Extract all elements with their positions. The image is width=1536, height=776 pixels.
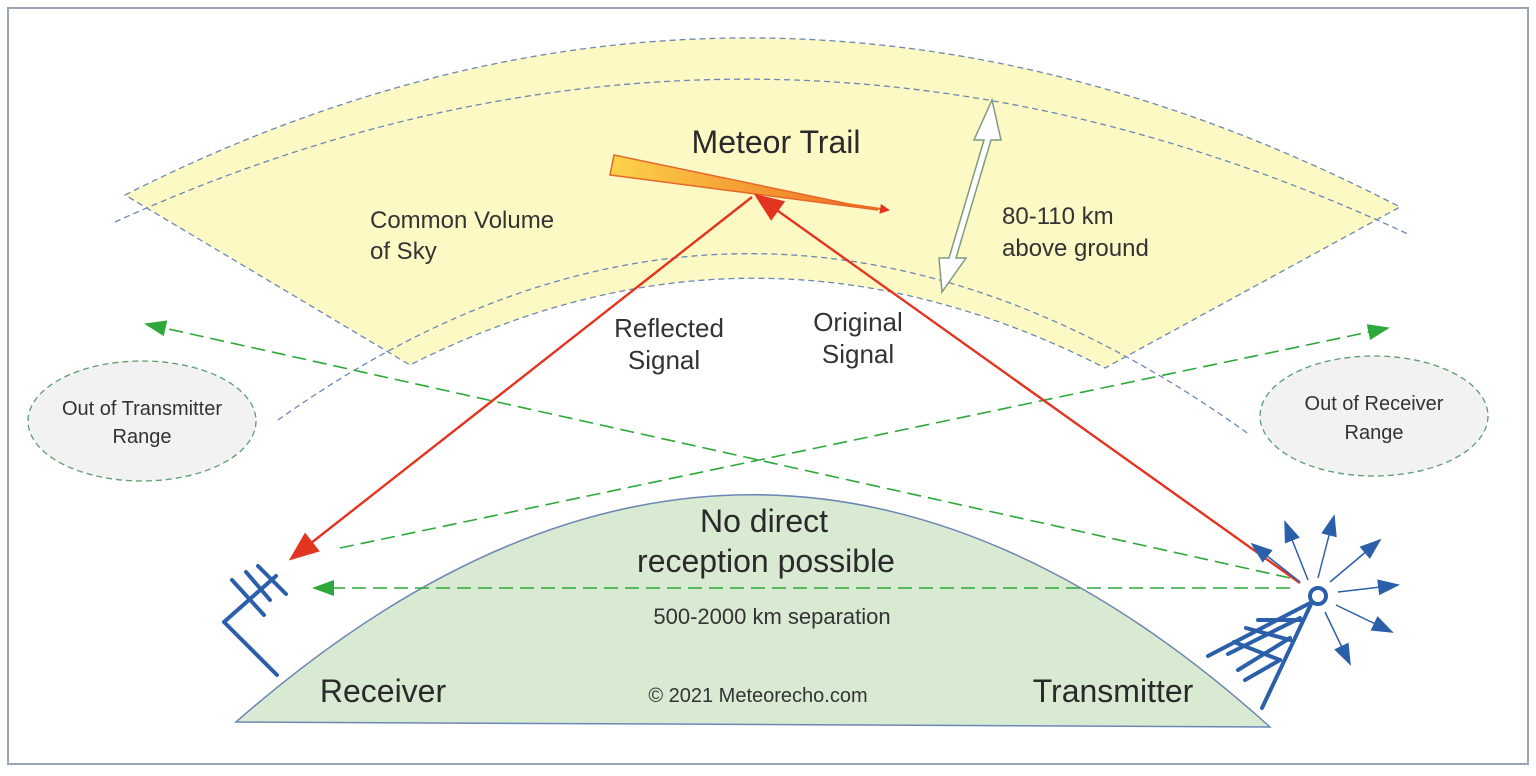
out-of-transmitter-label-line2: Range [113, 426, 172, 448]
copyright-label: © 2021 Meteorecho.com [648, 685, 867, 707]
original-signal-label-line2: Signal [822, 339, 894, 369]
out-of-transmitter-range-ellipse [27, 360, 257, 482]
out-of-receiver-label-line1: Out of Receiver [1305, 393, 1444, 415]
meteor-trail [609, 154, 879, 211]
altitude-arrow [938, 97, 1002, 295]
separation-label: 500-2000 km separation [653, 604, 890, 629]
original-signal-label-line1: Original [813, 307, 903, 337]
common-volume-label-line1: Common Volume [370, 207, 554, 234]
original-signal-line [753, 193, 1301, 584]
green-ray-transmitter-to-left [144, 320, 1291, 579]
transmitter-tower-icon [1206, 586, 1328, 710]
receiver-antenna-icon [222, 564, 288, 677]
out-of-transmitter-label-line1: Out of Transmitter [62, 398, 222, 420]
meteor-trail-label: Meteor Trail [692, 124, 861, 160]
altitude-label-line1: 80-110 km [1002, 203, 1114, 230]
transmitter-radiation-arrows [1250, 514, 1400, 666]
receiver-label: Receiver [320, 673, 447, 709]
out-of-receiver-range-ellipse [1259, 355, 1489, 477]
transmitter-label: Transmitter [1033, 673, 1194, 709]
no-direct-label-line2: reception possible [637, 543, 895, 579]
meteor-trail-arrow [839, 202, 890, 214]
common-volume-label-line2: of Sky [370, 238, 437, 265]
reflected-signal-label-line2: Signal [628, 345, 700, 375]
reflected-signal-label-line1: Reflected [614, 313, 724, 343]
out-of-receiver-label-line2: Range [1345, 422, 1404, 444]
upper-atmosphere-arc [114, 78, 1411, 236]
earth-surface [234, 494, 1272, 728]
reflected-signal-line [288, 196, 753, 561]
no-direct-label-line1: No direct [700, 503, 828, 539]
green-ray-receiver-to-right [339, 324, 1390, 549]
lower-atmosphere-arc [277, 253, 1251, 436]
altitude-label-line2: above ground [1002, 235, 1149, 262]
